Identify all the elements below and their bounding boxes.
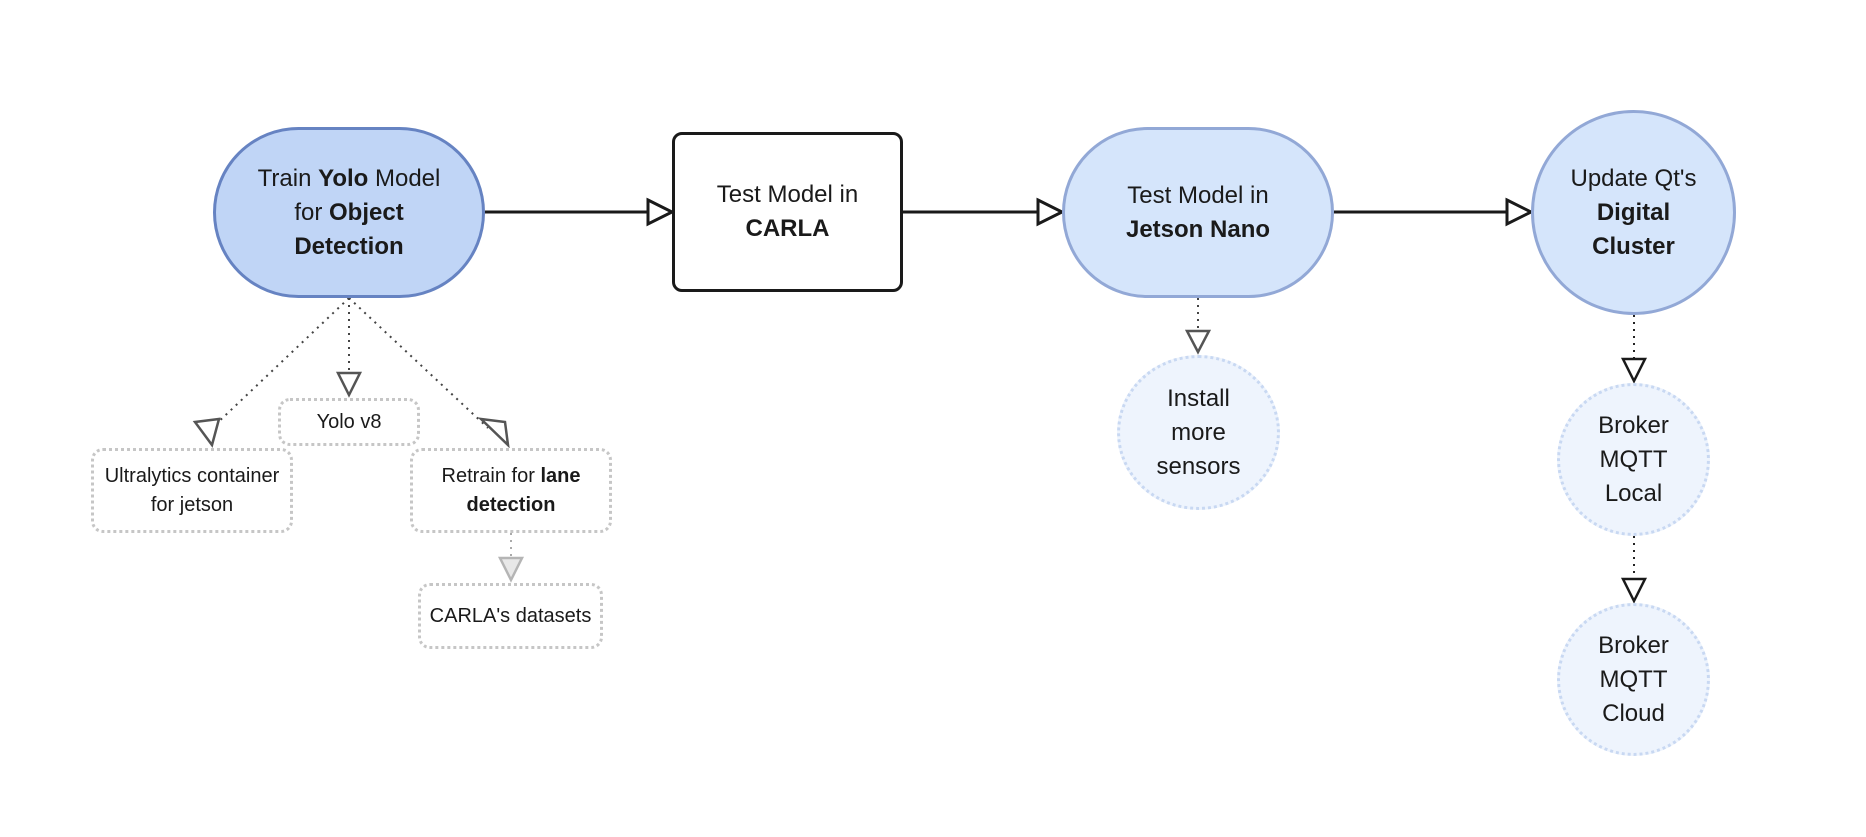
node-mqtt-cloud-line3: Cloud [1602, 699, 1665, 727]
arrowhead-carla [646, 197, 676, 227]
node-test-jetson-nano[interactable]: Test Model in Jetson Nano [1062, 127, 1334, 298]
node-mqtt-local-line3: Local [1604, 479, 1663, 507]
arrowhead-retrain [477, 417, 510, 449]
text-bold: lane [540, 464, 581, 487]
node-carla-line2: CARLA [745, 215, 830, 242]
arrowhead-jetson [1036, 197, 1066, 227]
text: for [294, 198, 329, 226]
node-install-sensors[interactable]: Install more sensors [1117, 355, 1280, 510]
node-qt-line1: Update Qt's [1570, 164, 1697, 192]
text: Train [257, 164, 319, 192]
text: Model [368, 164, 441, 192]
node-carla-line1: Test Model in [716, 181, 859, 208]
node-train-yolo[interactable]: Train Yolo Model for Object Detection [213, 127, 485, 298]
node-retrain-line2: detection [466, 493, 556, 516]
node-ultralytics-line2: for jetson [150, 493, 234, 516]
node-sensors-line1: Install [1167, 384, 1230, 412]
node-sensors-line2: more [1171, 418, 1226, 446]
node-train-line3: Detection [294, 232, 404, 260]
node-train-line2: for Object [294, 196, 403, 230]
node-ultralytics-container[interactable]: Ultralytics container for jetson [91, 448, 293, 533]
arrowhead-mqtt-local [1620, 357, 1648, 384]
text-bold: Yolo [318, 164, 369, 192]
node-retrain-line1: Retrain for lane [442, 462, 581, 491]
node-sensors-line3: sensors [1156, 452, 1241, 480]
node-broker-mqtt-cloud[interactable]: Broker MQTT Cloud [1557, 603, 1710, 756]
node-qt-line2: Digital [1596, 198, 1671, 226]
node-broker-mqtt-local[interactable]: Broker MQTT Local [1557, 383, 1710, 536]
node-train-line1: Train Yolo Model [258, 162, 441, 196]
node-ultralytics-line1: Ultralytics container [104, 464, 280, 487]
arrowhead-sensors [1184, 329, 1212, 355]
node-mqtt-cloud-line1: Broker [1598, 631, 1669, 659]
node-datasets-label: CARLA's datasets [429, 604, 592, 627]
text-bold: Object [329, 198, 404, 226]
node-yolo-v8[interactable]: Yolo v8 [278, 398, 420, 446]
node-mqtt-local-line2: MQTT [1599, 445, 1668, 473]
node-test-carla[interactable]: Test Model in CARLA [672, 132, 903, 292]
node-mqtt-local-line1: Broker [1598, 411, 1669, 439]
text: Retrain for [441, 464, 541, 487]
arrowhead-mqtt-cloud [1620, 577, 1648, 604]
node-yolo-label: Yolo v8 [316, 410, 382, 433]
node-jetson-line1: Test Model in [1127, 181, 1269, 209]
arrowhead-qt [1505, 197, 1535, 227]
node-mqtt-cloud-line2: MQTT [1599, 665, 1668, 693]
node-retrain-lane-detection[interactable]: Retrain for lane detection [410, 448, 612, 533]
arrowhead-yolo [335, 371, 363, 398]
node-carla-datasets[interactable]: CARLA's datasets [418, 583, 603, 649]
node-update-qt-cluster[interactable]: Update Qt's Digital Cluster [1531, 110, 1736, 315]
node-qt-line3: Cluster [1592, 232, 1675, 260]
arrowhead-ultralytics [192, 417, 221, 448]
node-jetson-line2: Jetson Nano [1125, 215, 1271, 243]
arrowhead-datasets [497, 556, 525, 583]
